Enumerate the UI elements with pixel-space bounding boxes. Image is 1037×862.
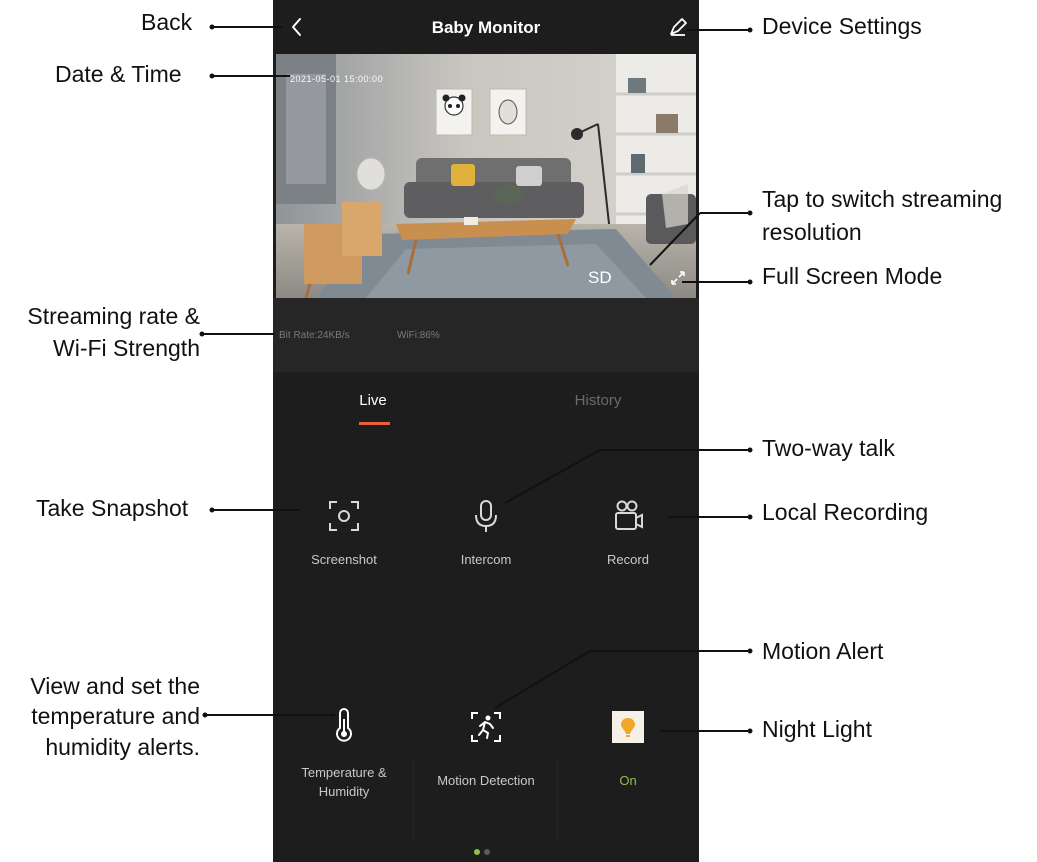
intercom-control[interactable]: Intercom: [415, 490, 557, 580]
callout-streaming-rate-line2: Wi-Fi Strength: [53, 335, 200, 361]
temperature-label-line1: Temperature &: [301, 765, 387, 780]
callout-take-snapshot: Take Snapshot: [36, 495, 189, 521]
screenshot-control[interactable]: Screenshot: [273, 490, 415, 580]
temperature-humidity-control[interactable]: Temperature & Humidity: [273, 700, 415, 810]
callout-two-way-talk: Two-way talk: [762, 435, 895, 461]
night-light-control[interactable]: On: [557, 700, 699, 810]
active-tab-indicator: [359, 422, 390, 425]
screenshot-label: Screenshot: [311, 552, 377, 567]
fullscreen-button[interactable]: [668, 268, 688, 288]
callout-temperature-line3: humidity alerts.: [45, 734, 200, 760]
video-camera-icon: [615, 500, 643, 530]
date-time-stamp: 2021-05-01 15:00:00: [290, 74, 384, 84]
page-title: Baby Monitor: [431, 18, 541, 37]
microphone-icon: [475, 500, 497, 532]
thermometer-icon: [336, 708, 352, 742]
screenshot-icon: [329, 501, 359, 531]
temperature-label-line2: Humidity: [318, 784, 370, 799]
intercom-label: Intercom: [460, 552, 512, 567]
tab-live[interactable]: Live: [359, 392, 387, 409]
tab-history[interactable]: History: [574, 392, 622, 409]
motion-detection-control[interactable]: Motion Detection: [415, 700, 557, 810]
page-indicator: [474, 849, 498, 855]
callout-night-light: Night Light: [762, 716, 872, 742]
page-dot-active: [474, 849, 480, 855]
callout-resolution-line1: Tap to switch streaming: [762, 186, 1003, 212]
grid-divider: [413, 760, 414, 840]
callout-temperature-line2: temperature and: [31, 703, 200, 729]
phone-screen: Baby Monitor: [273, 0, 699, 862]
callout-motion-alert: Motion Alert: [762, 638, 884, 664]
pencil-icon: [670, 18, 687, 36]
live-video-feed[interactable]: 2021-05-01 15:00:00 SD: [276, 54, 696, 298]
device-settings-button[interactable]: [665, 14, 691, 40]
expand-icon: [671, 271, 685, 285]
callout-resolution-line2: resolution: [762, 219, 862, 245]
nursery-room-image: [276, 54, 696, 298]
running-person-icon: [471, 712, 501, 742]
grid-divider: [557, 760, 558, 840]
callout-date-time: Date & Time: [55, 61, 182, 87]
stream-stats-bar: Bit Rate:24KB/s WiFi:86%: [273, 298, 699, 372]
resolution-toggle-button[interactable]: SD: [588, 268, 612, 287]
record-label: Record: [607, 552, 649, 567]
callout-streaming-rate-line1: Streaming rate &: [27, 303, 200, 329]
wifi-strength-readout: WiFi:86%: [397, 330, 440, 341]
motion-detection-label: Motion Detection: [437, 773, 535, 788]
callout-back: Back: [141, 9, 193, 35]
callout-device-settings: Device Settings: [762, 13, 922, 39]
bit-rate-readout: Bit Rate:24KB/s: [279, 330, 350, 341]
light-bulb-icon: [612, 711, 644, 743]
record-control[interactable]: Record: [557, 490, 699, 580]
top-bar: Baby Monitor: [273, 0, 699, 54]
callout-local-recording: Local Recording: [762, 499, 929, 525]
callout-full-screen: Full Screen Mode: [762, 263, 943, 289]
chevron-left-icon: [292, 18, 301, 36]
night-light-status: On: [619, 773, 637, 788]
back-button[interactable]: [283, 13, 311, 41]
page-dot: [484, 849, 490, 855]
callout-temperature-line1: View and set the: [30, 673, 200, 699]
